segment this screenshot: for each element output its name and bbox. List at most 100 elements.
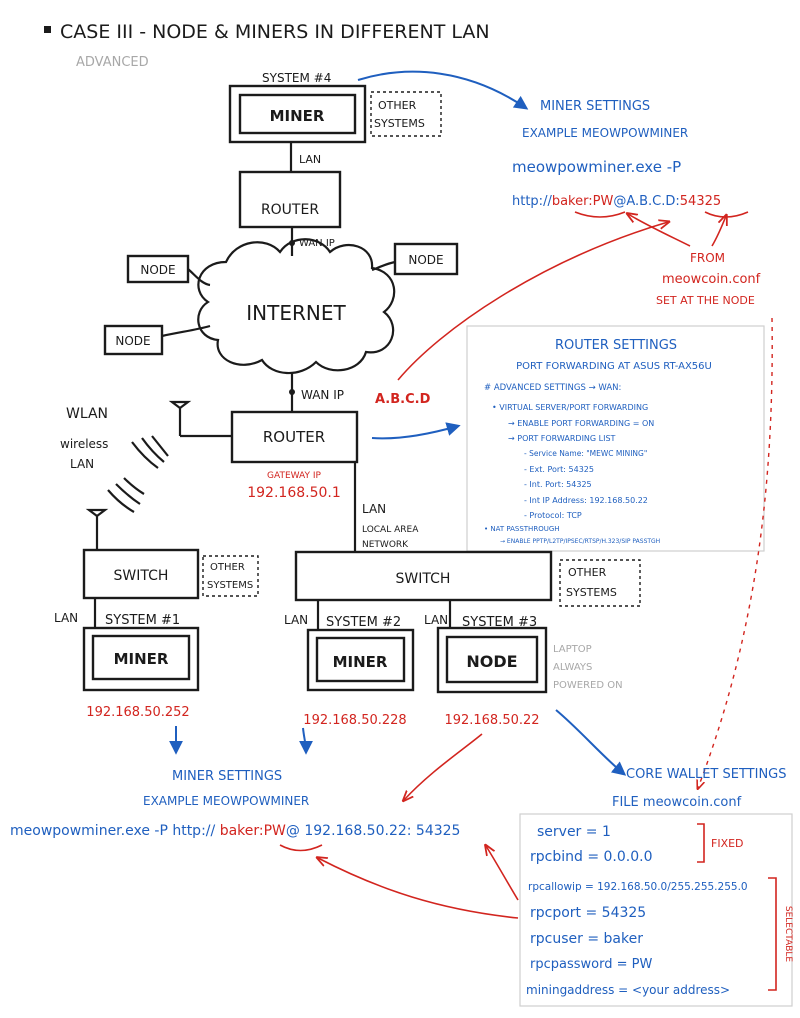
wlan-label-3: LAN: [70, 457, 94, 471]
internet-label: INTERNET: [246, 301, 346, 325]
lan-network-3: NETWORK: [362, 540, 409, 550]
from-label-1: FROM: [690, 251, 725, 265]
rs-line-1: • VIRTUAL SERVER/PORT FORWARDING: [492, 403, 648, 412]
selectable-bracket: [768, 877, 777, 991]
system2-down-arrow: [298, 727, 313, 755]
system4-lan-label: LAN: [299, 153, 321, 166]
from-label-3: SET AT THE NODE: [656, 294, 755, 307]
miner-settings-bottom-cmd: meowpowminer.exe -P http:// baker:PW@ 19…: [10, 823, 460, 839]
system3-outer-box: [436, 626, 548, 694]
switch-main-label: SWITCH: [396, 571, 451, 587]
cw-line-1: rpcbind = 0.0.0.0: [530, 849, 653, 865]
system4-outer-box: [228, 84, 367, 144]
core-wallet-title: CORE WALLET SETTINGS: [626, 767, 787, 782]
laptop-note-2: ALWAYS: [553, 662, 592, 673]
core-wallet-file: FILE meowcoin.conf: [612, 795, 742, 810]
rs-line-9: • NAT PASSTHROUGH: [484, 525, 560, 533]
rs-line-5: - Ext. Port: 54325: [524, 465, 594, 474]
system2-ip: 192.168.50.228: [303, 713, 406, 728]
miner-settings-top-cmd: meowpowminer.exe -P: [512, 158, 681, 176]
page-title: CASE III - NODE & MINERS IN DIFFERENT LA…: [60, 21, 490, 43]
system3-node-box: [445, 635, 539, 684]
rs-line-4: - Service Name: "MEWC MINING": [524, 449, 647, 458]
router-settings-panel: [466, 325, 765, 552]
laptop-note-1: LAPTOP: [553, 644, 592, 655]
cw-line-6: miningaddress = <your address>: [526, 983, 730, 997]
rs-line-3: → PORT FORWARDING LIST: [508, 434, 616, 443]
cw-line-0: server = 1: [537, 824, 611, 840]
fixed-label: FIXED: [711, 837, 744, 850]
system4-miner-label: MINER: [270, 107, 325, 125]
router-antenna-tip: [168, 400, 192, 410]
cred-brace-bottom: [279, 844, 323, 852]
internet-cloud: [197, 238, 396, 375]
system1-role: MINER: [114, 650, 169, 668]
router-gateway-label: GATEWAY IP: [267, 471, 321, 481]
system2-role: MINER: [333, 653, 388, 671]
system1-lan-label: LAN: [54, 611, 78, 625]
wan-ip-value: A.B.C.D: [375, 392, 431, 407]
system3-ip: 192.168.50.22: [444, 713, 539, 728]
router-top-box: [238, 170, 342, 229]
switch-left-box: [82, 548, 200, 600]
wan-ip-label: WAN IP: [301, 388, 344, 402]
wlan-label-2: wireless: [60, 437, 108, 451]
node-box-2: [393, 242, 459, 276]
node-label-3: NODE: [115, 334, 150, 348]
system2-lan-label: LAN: [284, 613, 308, 627]
router-settings-subtitle: PORT FORWARDING AT ASUS RT-AX56U: [516, 361, 712, 372]
router-top-label: ROUTER: [261, 202, 319, 218]
node-label-1: NODE: [140, 263, 175, 277]
abcd-to-url-arrow: [397, 222, 668, 381]
switch-left-antenna-tip: [85, 508, 109, 518]
miner-settings-top-title: MINER SETTINGS: [540, 99, 650, 114]
node-ip-to-cmd-arrow: [404, 733, 483, 800]
node-box-3: [103, 324, 164, 356]
rs-line-10: → ENABLE PPTP/L2TP/IPSEC/RTSP/H.323/SIP …: [500, 538, 660, 545]
node-label-2: NODE: [408, 253, 443, 267]
system1-outer-box: [82, 626, 200, 692]
system3-name: SYSTEM #3: [462, 615, 537, 630]
fixed-bracket: [697, 823, 705, 863]
cw-line-4: rpcuser = baker: [530, 931, 643, 947]
node-to-wallet-arrow: [555, 709, 627, 776]
system3-role: NODE: [466, 652, 517, 671]
selectable-label: SELECTABLE: [783, 906, 793, 963]
system2-outer-box: [306, 628, 415, 692]
cw-line-5: rpcpassword = PW: [530, 957, 652, 972]
node-link-1: [187, 268, 211, 287]
core-wallet-panel: [519, 813, 793, 1007]
system2-name: SYSTEM #2: [326, 615, 401, 630]
router-top-wan-label: WAN IP: [299, 238, 335, 249]
wallet-to-port-arrow: [486, 846, 519, 901]
router-gateway-ip: 192.168.50.1: [247, 485, 341, 501]
from-to-cred-arrow: [628, 214, 691, 247]
system1-ip: 192.168.50.252: [86, 705, 189, 720]
from-to-port-arrow: [711, 216, 726, 247]
node-link-3: [161, 324, 211, 338]
wifi-waves-icon: [107, 435, 169, 513]
page-subtitle: ADVANCED: [76, 55, 149, 70]
system2-miner-box: [315, 636, 406, 683]
system4-miner-box: [238, 93, 357, 135]
laptop-note-3: POWERED ON: [553, 680, 623, 691]
wallet-to-cred-arrow: [318, 858, 519, 919]
miner-settings-bottom-example: EXAMPLE MEOWPOWMINER: [143, 794, 309, 808]
system4-other-1: OTHER: [378, 99, 417, 112]
router-main-label: ROUTER: [263, 428, 325, 446]
wlan-label-1: WLAN: [66, 406, 108, 422]
cred-brace-top: [574, 211, 626, 218]
switch-main-other-2: SYSTEMS: [566, 586, 617, 599]
system3-lan-label: LAN: [424, 613, 448, 627]
rs-line-6: - Int. Port: 54325: [524, 480, 592, 489]
system1-miner-box: [91, 634, 191, 681]
node-link-2: [371, 260, 396, 272]
switch-main-other-1: OTHER: [568, 566, 607, 579]
miner-settings-top-url: http://baker:PW@A.B.C.D:54325: [512, 194, 721, 209]
switch-left-other-2: SYSTEMS: [207, 580, 253, 591]
switch-main-box: [294, 550, 553, 602]
system1-name: SYSTEM #1: [105, 613, 180, 628]
lan-network-1: LAN: [362, 502, 386, 516]
switch-left-other-1: OTHER: [210, 562, 245, 573]
